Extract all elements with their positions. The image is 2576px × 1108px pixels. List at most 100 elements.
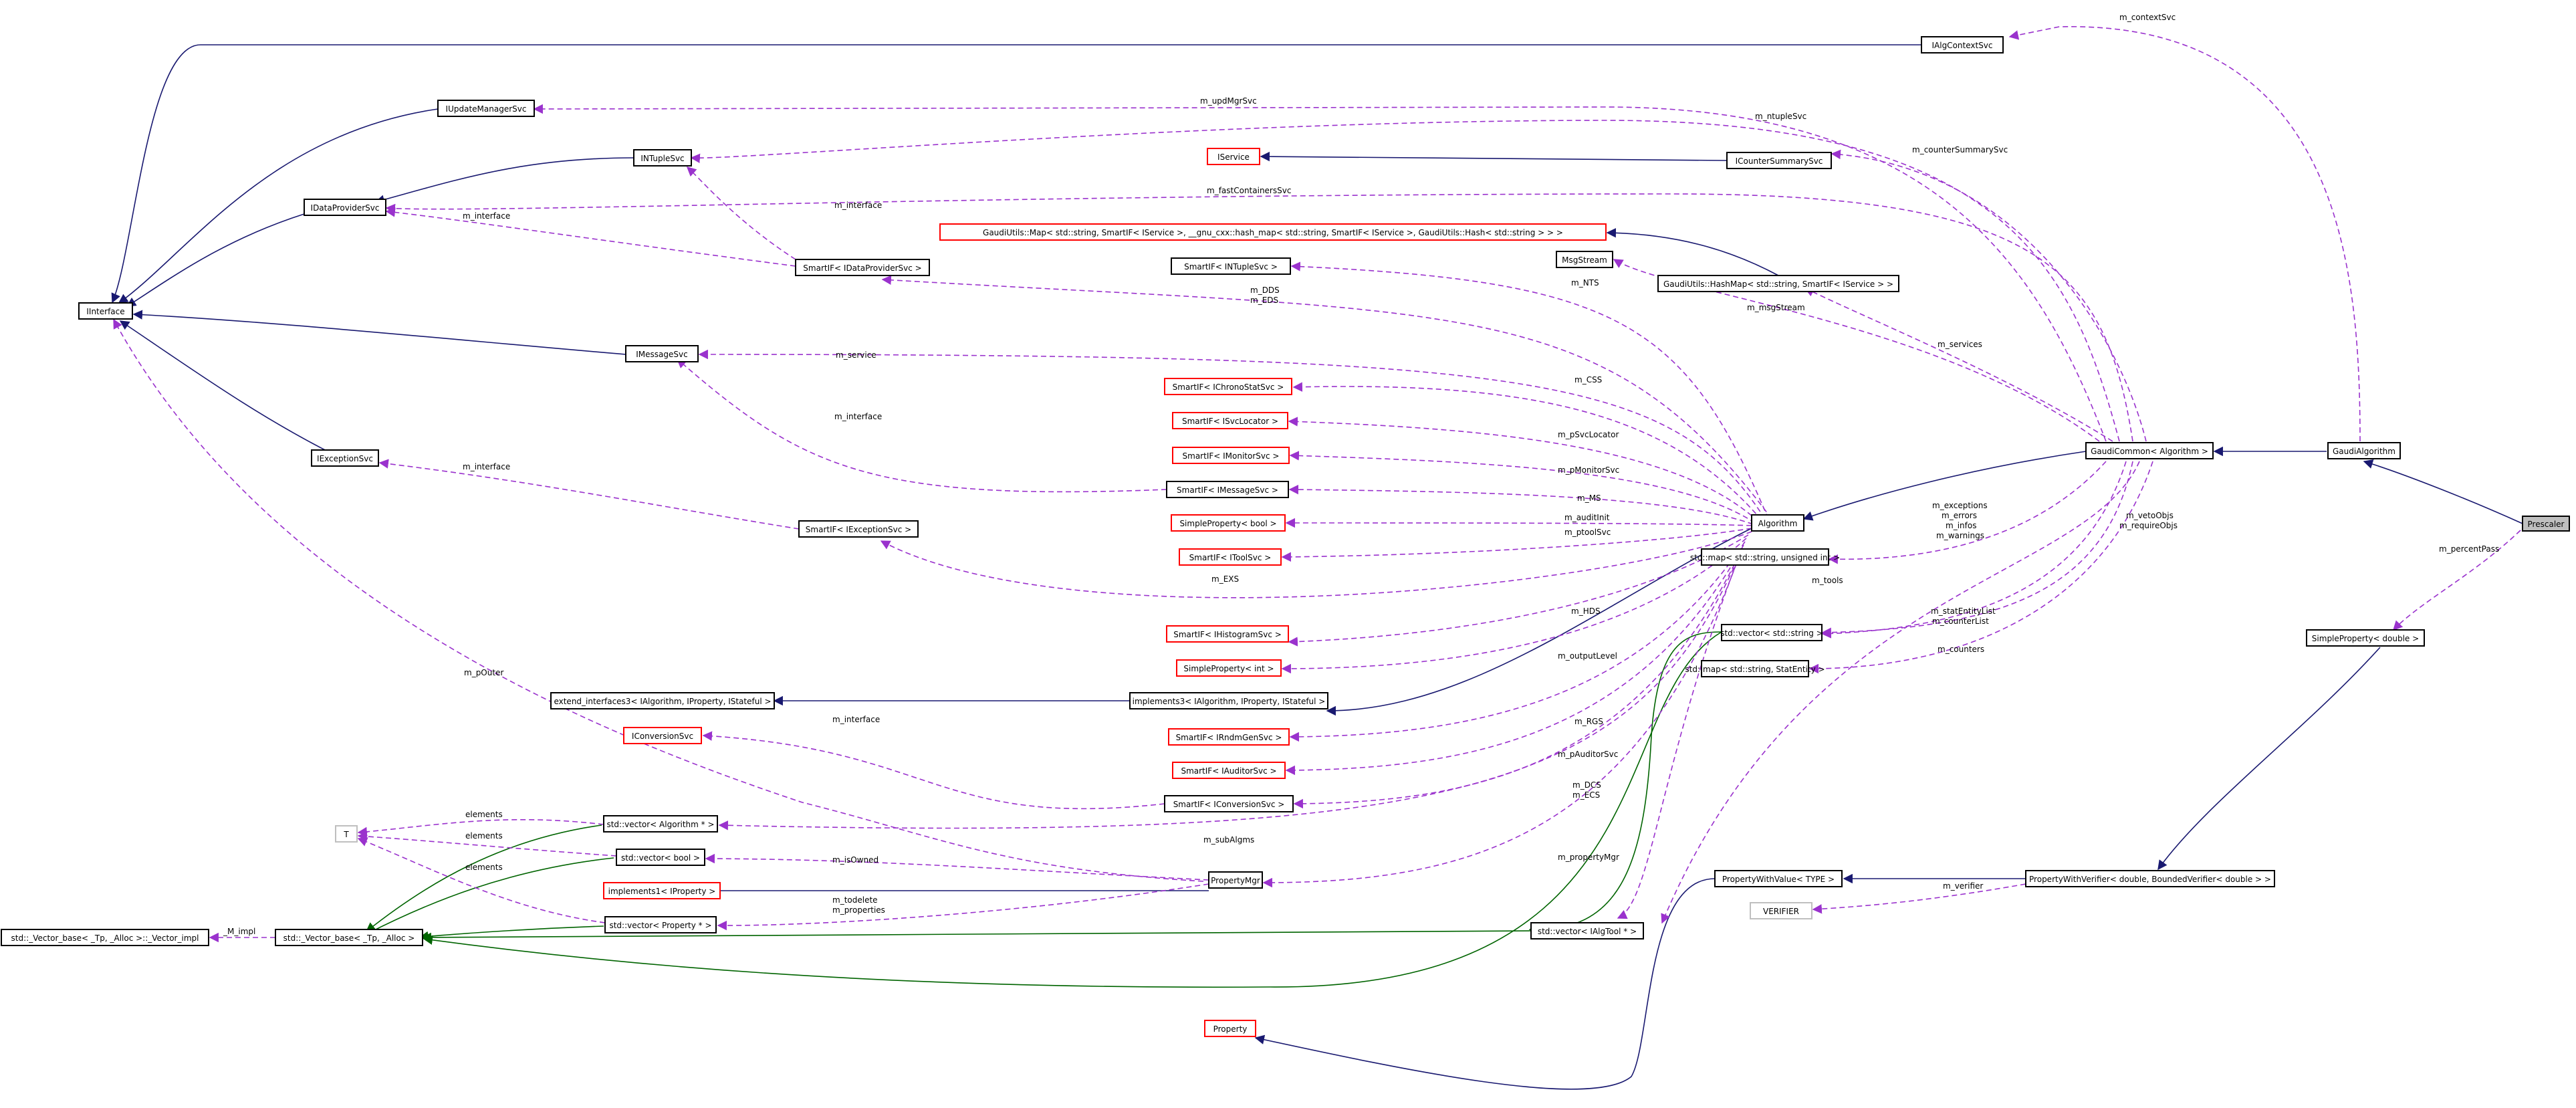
node-smartif-isvclocator[interactable]: SmartIF< ISvcLocator > (1172, 412, 1288, 429)
label-m-properties: m_properties (832, 905, 885, 915)
node-extend-interfaces3[interactable]: extend_interfaces3< IAlgorithm, IPropert… (550, 692, 775, 709)
node-smartif-iexception[interactable]: SmartIF< IExceptionSvc > (798, 520, 919, 538)
node-vector-algorithm-label: std::vector< Algorithm * > (606, 820, 714, 829)
node-vector-base-impl[interactable]: std::_Vector_base< _Tp, _Alloc >::_Vecto… (1, 929, 209, 946)
node-intuple-svc[interactable]: INTupleSvc (633, 149, 692, 167)
node-imessage-svc[interactable]: IMessageSvc (625, 345, 699, 362)
node-ialg-context-svc-label: IAlgContextSvc (1931, 41, 1992, 50)
node-vector-base-impl-label: std::_Vector_base< _Tp, _Alloc >::_Vecto… (11, 933, 199, 943)
label-m-service: m_service (836, 350, 876, 360)
node-smartif-imonitor[interactable]: SmartIF< IMonitorSvc > (1172, 447, 1290, 464)
label-m-interface-exc: m_interface (463, 462, 510, 471)
node-iexception-svc-label: IExceptionSvc (317, 454, 373, 463)
node-vector-property[interactable]: std::vector< Property * > (604, 916, 717, 933)
node-vector-base[interactable]: std::_Vector_base< _Tp, _Alloc > (275, 929, 423, 946)
node-vector-bool[interactable]: std::vector< bool > (616, 849, 705, 866)
label-m-rgs: m_RGS (1574, 717, 1603, 726)
node-algorithm[interactable]: Algorithm (1751, 514, 1804, 532)
edge-template-vectorbase-vtool (421, 930, 1532, 943)
node-gaudi-algorithm-label: GaudiAlgorithm (2333, 447, 2395, 456)
node-idata-provider-svc[interactable]: IDataProviderSvc (304, 199, 386, 216)
label-m-errors: m_errors (1942, 511, 1977, 520)
label-m-services: m_services (1938, 340, 1982, 349)
node-smartif-ihistogram[interactable]: SmartIF< IHistogramSvc > (1166, 625, 1289, 643)
label-m-subalgms: m_subAlgms (1203, 835, 1254, 845)
node-simpleproperty-double[interactable]: SimpleProperty< double > (2306, 629, 2425, 647)
edge-usage-interface-ntuple (686, 167, 796, 260)
node-smartif-imessage[interactable]: SmartIF< IMessageSvc > (1166, 481, 1289, 498)
label-m-ecs: m_ECS (1572, 790, 1600, 800)
node-iinterface[interactable]: IInterface (78, 302, 133, 320)
node-iconversion-svc-label: IConversionSvc (632, 732, 693, 741)
label-elements-3: elements (465, 863, 503, 872)
node-implements1-iproperty[interactable]: implements1< IProperty > (603, 882, 721, 899)
node-smartif-idataprovider[interactable]: SmartIF< IDataProviderSvc > (795, 259, 930, 276)
edge-usage-ntuplesvc (690, 120, 2120, 442)
node-property-mgr[interactable]: PropertyMgr (1208, 871, 1263, 889)
node-gaudi-common[interactable]: GaudiCommon< Algorithm > (2085, 442, 2214, 459)
node-smartif-imessage-label: SmartIF< IMessageSvc > (1177, 485, 1278, 495)
edge-usage-statentitylist (1821, 461, 2127, 639)
node-idata-provider-svc-label: IDataProviderSvc (311, 203, 380, 213)
node-smartif-itool-label: SmartIF< IToolSvc > (1189, 553, 1272, 562)
node-msgstream[interactable]: MsgStream (1556, 251, 1613, 268)
node-extend-interfaces3-label: extend_interfaces3< IAlgorithm, IPropert… (554, 697, 771, 706)
label-m-dcs: m_DCS (1572, 780, 1601, 790)
node-smartif-intuple-label: SmartIF< INTupleSvc > (1184, 262, 1278, 271)
node-vector-string[interactable]: std::vector< std::string > (1720, 624, 1823, 641)
node-gaudi-algorithm[interactable]: GaudiAlgorithm (2327, 442, 2401, 459)
label-m-css: m_CSS (1574, 375, 1602, 384)
edge-usage-msgstream (1613, 259, 2100, 442)
node-map-string-uint-label: std::map< std::string, unsigned int > (1690, 553, 1840, 562)
node-prescaler[interactable]: Prescaler (2522, 516, 2570, 532)
node-gaudiutils-map[interactable]: GaudiUtils::Map< std::string, SmartIF< I… (939, 223, 1607, 241)
node-prescaler-label: Prescaler (2528, 520, 2565, 529)
node-verifier[interactable]: VERIFIER (1750, 902, 1812, 919)
node-iexception-svc[interactable]: IExceptionSvc (311, 449, 379, 467)
node-smartif-irndmgen[interactable]: SmartIF< IRndmGenSvc > (1168, 728, 1290, 746)
node-icounter-summary-svc[interactable]: ICounterSummarySvc (1726, 152, 1832, 169)
node-map-string-uint[interactable]: std::map< std::string, unsigned int > (1690, 548, 1840, 566)
node-smartif-iauditor[interactable]: SmartIF< IAuditorSvc > (1172, 762, 1286, 779)
edge-usage-pmonitorsvc (1289, 451, 1756, 524)
edge-usage-tools (1661, 461, 2140, 924)
node-implements3[interactable]: implements3< IAlgorithm, IProperty, ISta… (1129, 692, 1328, 709)
label-m-nts: m_NTS (1571, 278, 1599, 288)
node-map-string-statentity[interactable]: std::map< std::string, StatEntity > (1685, 660, 1825, 677)
node-ialg-context-svc[interactable]: IAlgContextSvc (1921, 36, 2004, 53)
edge-usage-propertymgr (1262, 554, 1740, 888)
node-smartif-ichrono[interactable]: SmartIF< IChronoStatSvc > (1164, 378, 1292, 395)
node-property-with-value[interactable]: PropertyWithValue< TYPE > (1714, 870, 1843, 887)
label-m-msgstream: m_msgStream (1747, 303, 1805, 312)
node-iupdate-manager-svc[interactable]: IUpdateManagerSvc (437, 100, 535, 117)
node-smartif-itool[interactable]: SmartIF< IToolSvc > (1179, 548, 1282, 566)
nodes-layer: Prescaler GaudiAlgorithm IAlgContextSvc … (1, 36, 2570, 1037)
node-smartif-intuple[interactable]: SmartIF< INTupleSvc > (1171, 257, 1291, 275)
node-simpleproperty-int[interactable]: SimpleProperty< int > (1176, 659, 1282, 677)
edge-usage-css (1292, 382, 1762, 521)
edge-usage-verifier (1812, 883, 2026, 914)
label-m-todelete: m_todelete (832, 895, 878, 905)
node-simpleproperty-int-label: SimpleProperty< int > (1183, 664, 1274, 673)
edge-template-vectorbase-vbool (365, 857, 614, 935)
node-smartif-iconversion[interactable]: SmartIF< IConversionSvc > (1164, 795, 1294, 812)
node-simpleproperty-double-label: SimpleProperty< double > (2312, 634, 2419, 643)
node-gaudiutils-hashmap[interactable]: GaudiUtils::HashMap< std::string, SmartI… (1657, 275, 1899, 292)
node-iconversion-svc[interactable]: IConversionSvc (623, 727, 702, 744)
edge-usage-vetoobjs (1821, 461, 2133, 637)
node-property-with-verifier[interactable]: PropertyWithVerifier< double, BoundedVer… (2025, 870, 2275, 887)
label-m-hds: m_HDS (1571, 606, 1601, 616)
edge-usage-exs (880, 531, 1752, 598)
node-map-string-statentity-label: std::map< std::string, StatEntity > (1685, 665, 1825, 674)
node-vector-algorithm[interactable]: std::vector< Algorithm * > (603, 815, 718, 833)
edge-usage-percentpass (2393, 530, 2521, 631)
node-vector-ialgtool-label: std::vector< IAlgTool * > (1538, 927, 1637, 936)
node-property[interactable]: Property (1204, 1020, 1256, 1037)
node-simpleproperty-bool[interactable]: SimpleProperty< bool > (1171, 514, 1286, 532)
node-vector-string-label: std::vector< std::string > (1720, 629, 1823, 638)
node-t-param[interactable]: T (335, 825, 358, 843)
node-iservice[interactable]: IService (1207, 148, 1260, 165)
node-implements3-label: implements3< IAlgorithm, IProperty, ISta… (1133, 697, 1326, 706)
node-vector-ialgtool[interactable]: std::vector< IAlgTool * > (1530, 922, 1644, 939)
